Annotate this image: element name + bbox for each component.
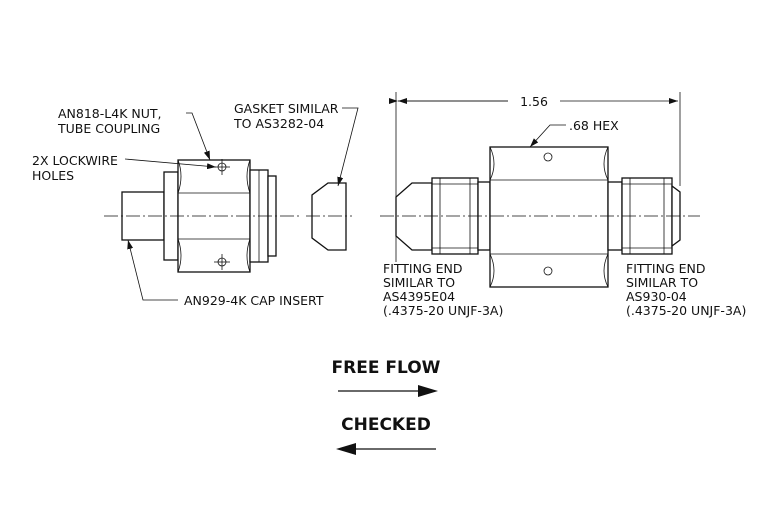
checked-arrow-head	[336, 443, 356, 455]
length-dimension: 1.56	[389, 92, 681, 262]
left-fitting-label-line2: SIMILAR TO	[383, 275, 455, 290]
free-flow-label: FREE FLOW	[332, 358, 441, 378]
hex-hole-bottom	[543, 266, 553, 276]
right-fitting-label-line1: FITTING END	[626, 261, 706, 276]
right-fitting-label-line4: (.4375-20 UNJF-3A)	[626, 303, 746, 318]
nut-leader: AN818-L4K NUT, TUBE COUPLING	[57, 106, 211, 161]
hex-body	[489, 146, 609, 288]
checked-label: CHECKED	[341, 415, 431, 435]
left-fitting-label: FITTING END SIMILAR TO AS4395E04 (.4375-…	[383, 261, 503, 318]
length-dimension-text: 1.56	[520, 94, 548, 109]
lockwire-label-line2: HOLES	[32, 168, 74, 183]
right-fitting-label-line3: AS930-04	[626, 289, 687, 304]
free-flow-indicator: FREE FLOW	[332, 358, 441, 397]
lockwire-hole-bottom	[214, 254, 230, 270]
gasket-leader: GASKET SIMILAR TO AS3282-04	[233, 101, 359, 187]
lockwire-leader: 2X LOCKWIRE HOLES	[32, 153, 217, 183]
hex-hole-top	[543, 152, 553, 162]
gasket	[306, 182, 352, 251]
right-fitting-label-line2: SIMILAR TO	[626, 275, 698, 290]
check-valve-body	[380, 146, 700, 288]
right-fitting-label: FITTING END SIMILAR TO AS930-04 (.4375-2…	[626, 261, 746, 318]
free-flow-arrow-head	[418, 385, 438, 397]
left-fitting-label-line1: FITTING END	[383, 261, 463, 276]
cap-insert-leader: AN929-4K CAP INSERT	[127, 239, 324, 308]
left-fitting-label-line3: AS4395E04	[383, 289, 455, 304]
cap-insert-label: AN929-4K CAP INSERT	[184, 293, 324, 308]
left-fitting-label-line4: (.4375-20 UNJF-3A)	[383, 303, 503, 318]
checked-indicator: CHECKED	[336, 415, 436, 455]
left-fitting-nose	[395, 182, 433, 251]
gasket-label-line2: TO AS3282-04	[233, 116, 324, 131]
hex-dimension-leader: .68 HEX	[529, 118, 619, 148]
lockwire-hole-top	[214, 159, 230, 175]
gasket-label-line1: GASKET SIMILAR	[234, 101, 339, 116]
nut-label-line2: TUBE COUPLING	[57, 121, 160, 136]
nut-label-line1: AN818-L4K NUT,	[58, 106, 161, 121]
hex-dimension-text: .68 HEX	[569, 118, 619, 133]
cap-assembly	[104, 159, 300, 273]
lockwire-label-line1: 2X LOCKWIRE	[32, 153, 118, 168]
